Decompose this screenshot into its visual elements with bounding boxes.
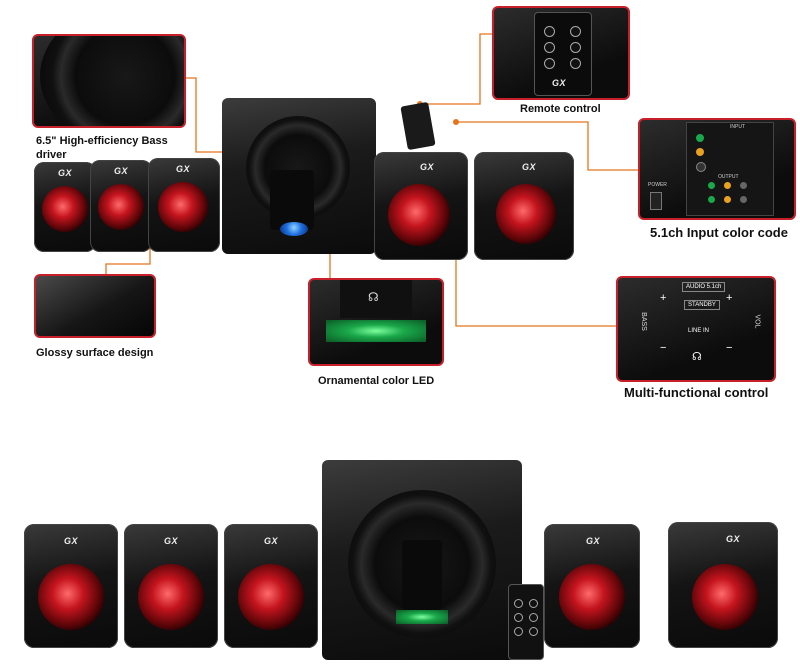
speaker-cone — [138, 564, 204, 630]
satellite-speaker: GX — [224, 524, 318, 648]
satellite-speaker: GX — [474, 152, 574, 260]
control-panel — [270, 170, 314, 230]
power-switch — [650, 192, 662, 210]
speaker-cone — [496, 184, 556, 244]
satellite-logo: GX — [58, 168, 73, 178]
satellite-logo: GX — [264, 536, 279, 546]
green-led — [396, 610, 448, 624]
jack-out-gray — [740, 182, 747, 189]
subwoofer-top — [222, 98, 376, 254]
power-label: POWER — [648, 182, 667, 188]
satellite-logo: GX — [114, 166, 129, 176]
jack-out-green — [708, 182, 715, 189]
remote-button — [570, 42, 581, 53]
remote-button — [570, 58, 581, 69]
input-color-inset: INPUT OUTPUT POWER — [638, 118, 796, 220]
led-panel — [340, 280, 412, 318]
satellite-speaker: GX — [24, 524, 118, 648]
satellite-logo: GX — [64, 536, 79, 546]
blue-led — [280, 222, 308, 236]
satellite-logo: GX — [164, 536, 179, 546]
jack-orange — [696, 148, 704, 156]
panel-plus-right: + — [726, 292, 733, 304]
control-panel — [402, 540, 442, 610]
panel-standby: STANDBY — [684, 300, 720, 310]
remote-inset: GX — [492, 6, 630, 100]
satellite-logo: GX — [522, 162, 537, 172]
satellite-speaker: GX — [148, 158, 220, 252]
speaker-cone — [42, 186, 88, 232]
jack-black — [696, 162, 706, 172]
panel-minus-left: − — [660, 342, 667, 354]
remote-body — [534, 12, 592, 96]
label-bass-driver: 6.5" High-efficiency Bass driver — [36, 135, 168, 161]
remote-button — [544, 58, 555, 69]
satellite-speaker: GX — [544, 524, 640, 648]
panel-vol-label: VOL — [753, 314, 761, 329]
remote-button — [544, 26, 555, 37]
remote-button — [514, 599, 523, 608]
label-remote: Remote control — [520, 103, 601, 115]
satellite-logo: GX — [420, 162, 435, 172]
speaker-cone — [692, 564, 758, 630]
panel-headphone-icon: ☊ — [692, 351, 702, 363]
bass-driver-inset — [32, 34, 186, 128]
label-led: Ornamental color LED — [318, 375, 435, 387]
green-led-strip — [326, 320, 426, 342]
label-input-code: 5.1ch Input color code — [650, 225, 788, 240]
speaker-cone — [238, 564, 304, 630]
panel-line-in: LINE IN — [688, 328, 710, 334]
woofer-closeup — [40, 36, 184, 126]
label-glossy: Glossy surface design — [36, 347, 154, 359]
speaker-cone — [559, 564, 625, 630]
jack-out-orange — [724, 182, 731, 189]
label-multi: Multi-functional control — [624, 385, 769, 400]
satellite-speaker: GX — [90, 160, 152, 252]
remote-button — [514, 627, 523, 636]
jack-out-gray2 — [740, 196, 747, 203]
jack-green — [696, 134, 704, 142]
speaker-cone — [38, 564, 104, 630]
remote-button — [570, 26, 581, 37]
satellite-speaker: GX — [124, 524, 218, 648]
remote-button — [529, 613, 538, 622]
satellite-logo: GX — [586, 536, 601, 546]
remote-button — [544, 42, 555, 53]
panel-bass-label: BASS — [639, 312, 647, 331]
remote-logo: GX — [552, 78, 567, 88]
remote-bottom — [508, 584, 544, 660]
led-inset: ☊ — [308, 278, 444, 366]
panel-audio-in: AUDIO 5.1ch — [682, 282, 726, 292]
satellite-speaker: GX — [34, 162, 96, 252]
jack-out-orange2 — [724, 196, 731, 203]
glossy-inset — [34, 274, 156, 338]
panel-minus-right: − — [726, 342, 733, 354]
multi-inset: + − BASS AUDIO 5.1ch STANDBY LINE IN ☊ +… — [616, 276, 776, 382]
input-header: INPUT — [730, 124, 745, 130]
jack-out-green2 — [708, 196, 715, 203]
remote-button — [529, 599, 538, 608]
satellite-speaker: GX — [374, 152, 468, 260]
speaker-cone — [158, 182, 208, 232]
satellite-speaker: GX — [668, 522, 778, 648]
headphone-icon: ☊ — [368, 290, 379, 304]
satellite-logo: GX — [726, 534, 741, 544]
satellite-logo: GX — [176, 164, 191, 174]
remote-button — [514, 613, 523, 622]
remote-button — [529, 627, 538, 636]
speaker-cone — [388, 184, 450, 246]
output-header: OUTPUT — [718, 174, 739, 180]
speaker-cone — [98, 184, 144, 230]
subwoofer-bottom — [322, 460, 522, 660]
panel-plus-left: + — [660, 292, 667, 304]
